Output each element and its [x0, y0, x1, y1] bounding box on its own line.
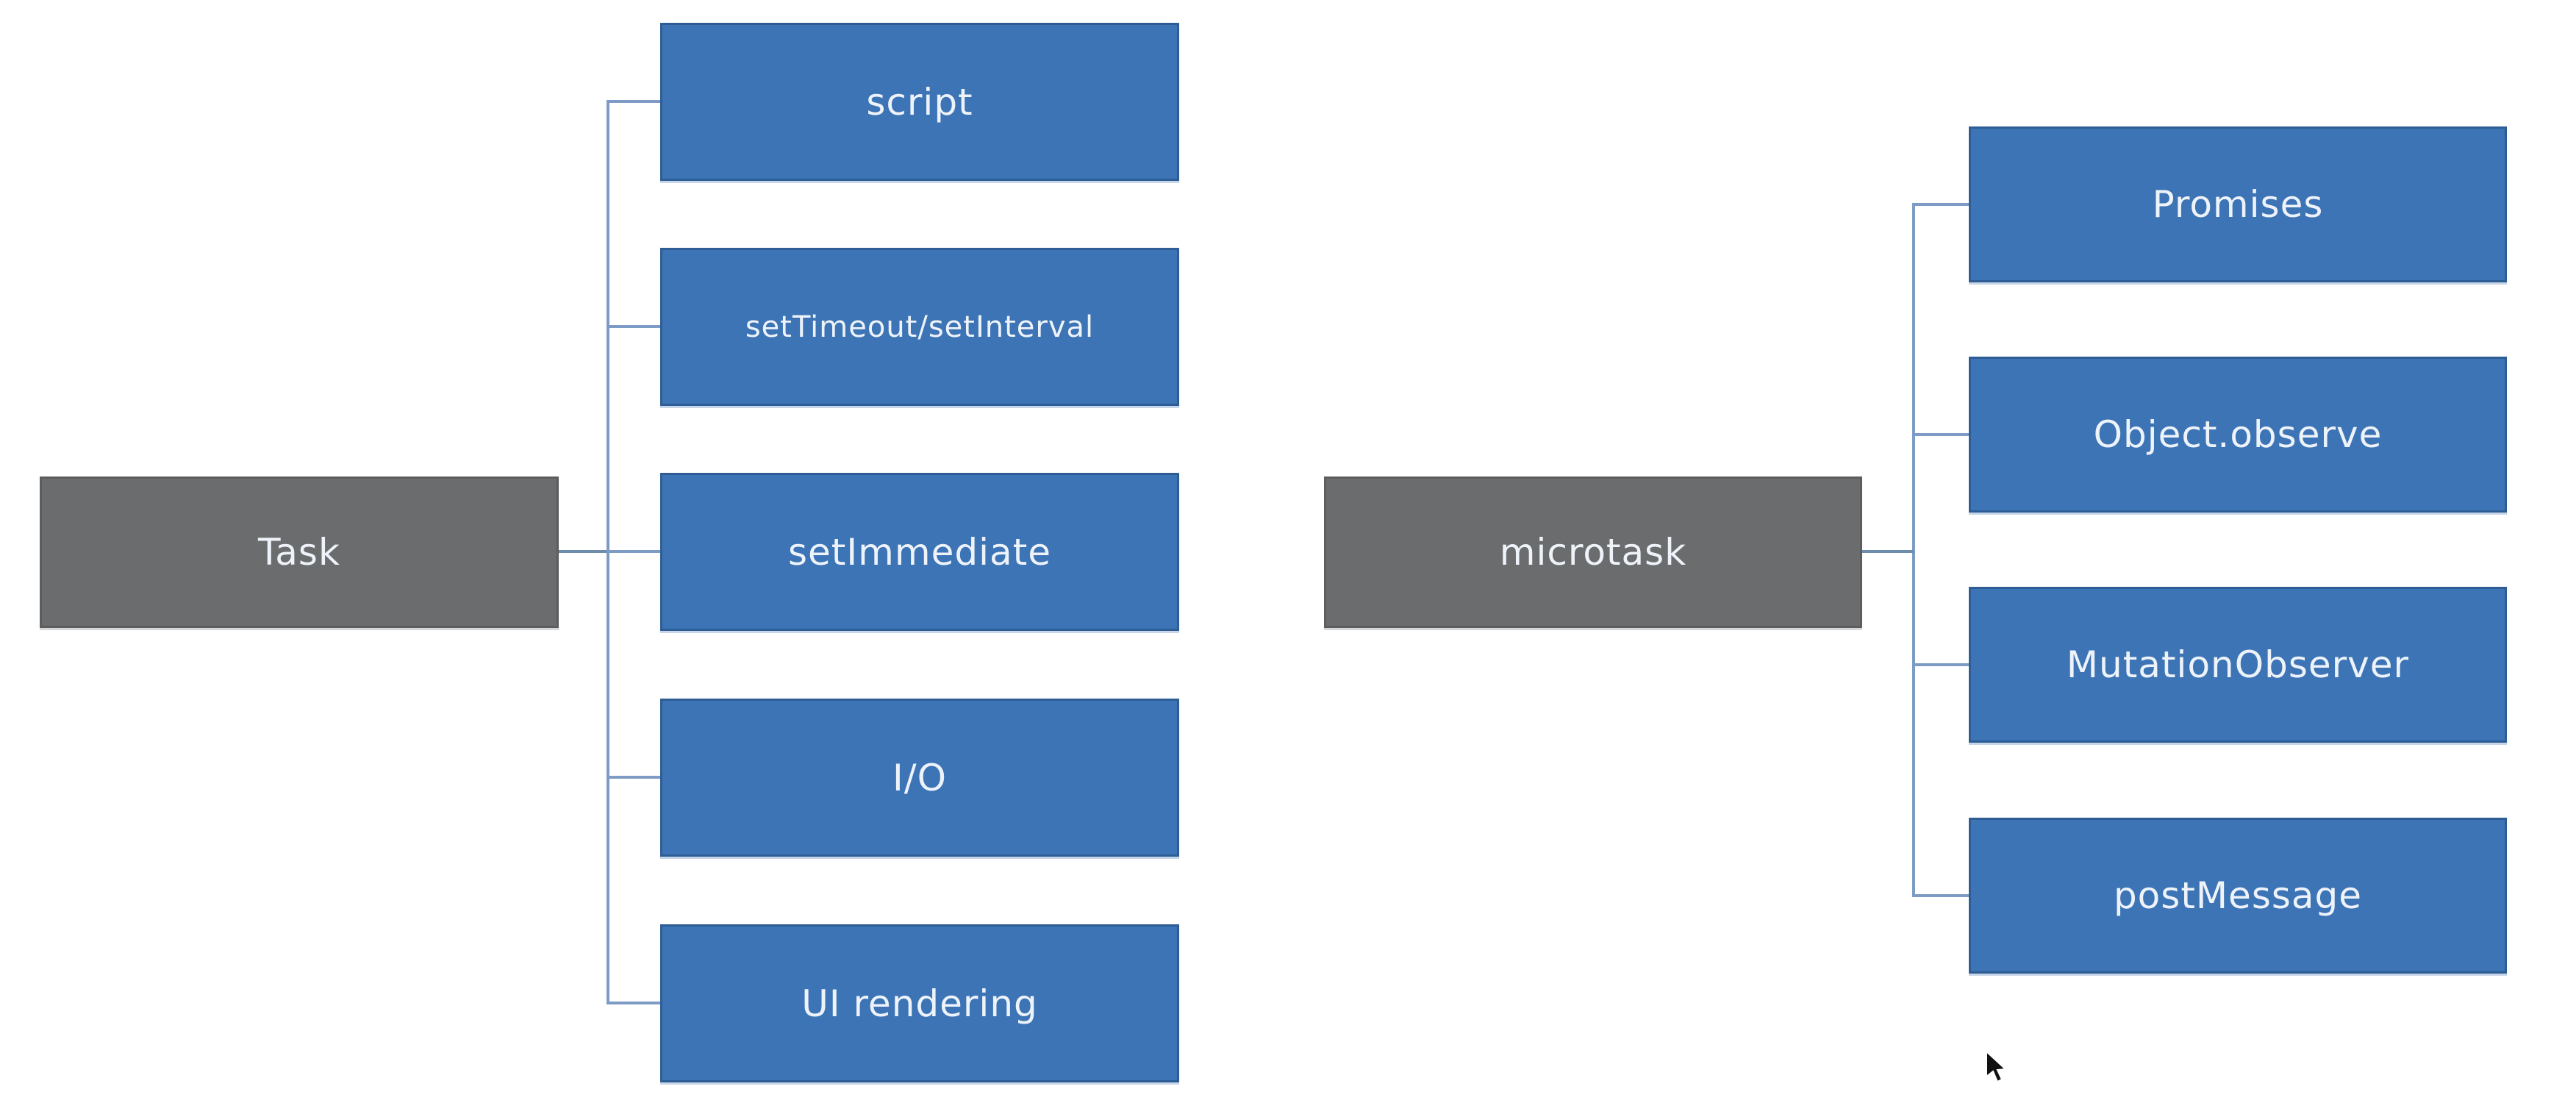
- node-postmessage: postMessage: [1969, 818, 2507, 974]
- node-microtask: microtask: [1324, 476, 1862, 628]
- node-ui-rendering: UI rendering: [660, 924, 1179, 1082]
- mouse-cursor-icon: [1986, 1050, 2008, 1083]
- task-root-connector-line: [557, 550, 608, 553]
- microtask-branch-line-object-observe: [1912, 433, 1970, 436]
- node-mutationobserver: MutationObserver: [1969, 587, 2507, 743]
- task-branch-line-setimmediate: [607, 550, 662, 553]
- microtask-branch-line-mutationobserver: [1912, 663, 1970, 666]
- task-branch-line-script: [607, 100, 662, 103]
- node-task: Task: [40, 476, 559, 628]
- microtask-root-connector-line: [1861, 550, 1914, 553]
- node-script: script: [660, 23, 1179, 181]
- task-branch-line-io: [607, 776, 662, 779]
- node-setimmediate: setImmediate: [660, 473, 1179, 631]
- microtask-branch-line-promises: [1912, 203, 1970, 206]
- node-io: I/O: [660, 699, 1179, 857]
- node-object-observe: Object.observe: [1969, 357, 2507, 513]
- node-promises: Promises: [1969, 126, 2507, 282]
- task-branch-line-ui-rendering: [607, 1002, 662, 1004]
- task-branch-line-settimeout: [607, 325, 662, 328]
- microtask-branch-line-postmessage: [1912, 894, 1970, 897]
- microtask-tree-trunk-line: [1912, 203, 1915, 897]
- node-settimeout-setinterval: setTimeout/setInterval: [660, 248, 1179, 406]
